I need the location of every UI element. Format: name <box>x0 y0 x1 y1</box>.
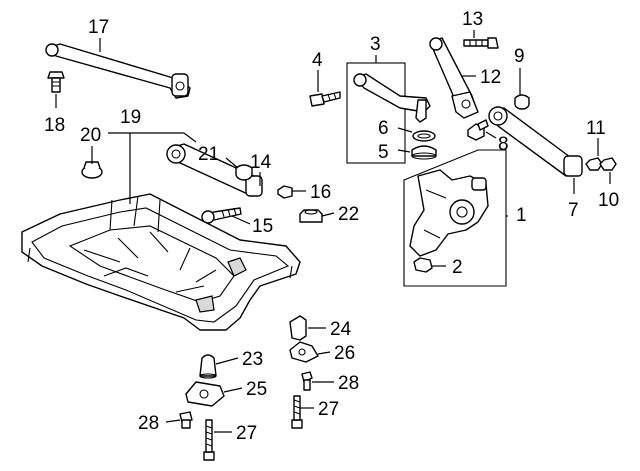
part-27-bolt-right <box>291 395 303 429</box>
part-13-bolt <box>463 37 499 49</box>
part-26-bracket <box>289 341 319 363</box>
group-box-1 <box>403 149 507 287</box>
callout-16: 16 <box>310 182 331 203</box>
part-5-boot <box>411 145 437 160</box>
callout-22: 22 <box>338 204 359 225</box>
part-6-ring <box>412 130 436 142</box>
part-15-bolt <box>201 207 242 224</box>
part-27-bolt-left <box>203 419 215 461</box>
part-11-nut <box>585 157 603 171</box>
callout-13: 13 <box>462 9 483 30</box>
callout-1: 1 <box>516 205 527 226</box>
callout-12: 12 <box>480 67 501 88</box>
part-4-bolt <box>309 91 341 107</box>
part-19-subframe <box>21 193 301 331</box>
part-2-nut <box>413 257 433 273</box>
callout-15: 15 <box>252 216 273 237</box>
callout-27-left: 27 <box>236 423 257 444</box>
callout-4: 4 <box>312 50 323 71</box>
part-28-bolt-right <box>301 371 313 391</box>
callout-14: 14 <box>250 152 272 173</box>
callout-3: 3 <box>370 34 381 55</box>
callout-26: 26 <box>334 343 355 364</box>
part-22-nut <box>299 209 323 223</box>
callout-28-right: 28 <box>338 373 359 394</box>
part-24-bumper <box>289 315 307 341</box>
callout-28-left: 28 <box>138 413 159 434</box>
part-17-link-arm <box>45 43 191 99</box>
callout-labels: 1 2 3 4 5 6 7 8 9 10 11 12 13 14 15 16 1… <box>44 9 619 444</box>
part-21-control-arm <box>166 143 263 197</box>
callout-9: 9 <box>514 46 525 67</box>
callout-24: 24 <box>330 319 352 340</box>
callout-10: 10 <box>598 190 619 211</box>
callout-17: 17 <box>88 17 109 38</box>
callout-11: 11 <box>586 118 606 139</box>
callout-18: 18 <box>44 115 65 136</box>
part-8-bolt <box>467 119 489 141</box>
callout-27-right: 27 <box>318 399 339 420</box>
callout-23: 23 <box>242 349 263 370</box>
callout-20: 20 <box>80 125 101 146</box>
callout-21: 21 <box>198 144 219 165</box>
part-28-bolt-left <box>179 411 193 429</box>
part-3-upper-arm <box>353 73 431 123</box>
leader-lines <box>55 30 611 433</box>
part-7-link <box>488 106 583 177</box>
callout-2: 2 <box>452 257 463 278</box>
part-14-bushing <box>235 164 253 181</box>
part-1-knuckle <box>409 169 489 257</box>
part-10-nut <box>599 157 617 171</box>
callout-5: 5 <box>378 142 389 163</box>
callout-19: 19 <box>120 107 141 128</box>
part-18-bolt <box>47 71 65 93</box>
callout-7: 7 <box>568 200 579 221</box>
part-12-link <box>429 37 479 119</box>
callout-25: 25 <box>246 379 267 400</box>
part-16-nut <box>277 185 293 199</box>
part-25-plate <box>185 381 225 407</box>
part-9-bushing <box>514 94 530 110</box>
callout-8: 8 <box>498 134 509 155</box>
callout-6: 6 <box>378 118 389 139</box>
part-23-mount <box>199 354 217 379</box>
part-20-grommet <box>81 161 103 179</box>
